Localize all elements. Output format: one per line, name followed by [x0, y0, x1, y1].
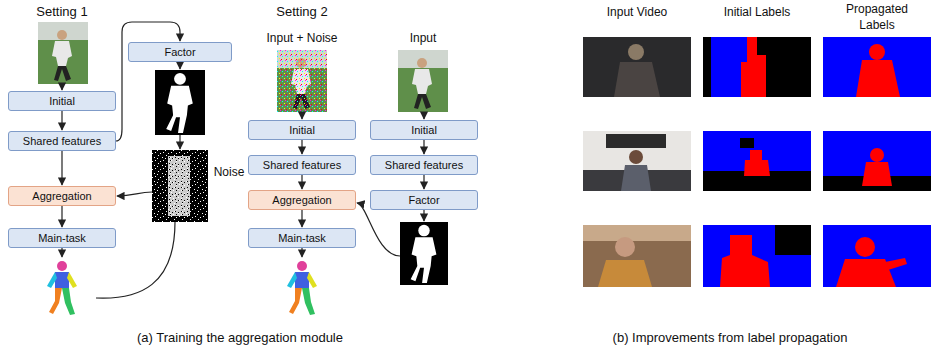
setting-title: Setting 1 [36, 4, 87, 21]
process-box: Factor [128, 42, 232, 62]
box-label: Initial [411, 124, 437, 136]
box-label: Main-task [278, 232, 326, 244]
flow-arrow [61, 151, 62, 185]
flow-arrow [301, 140, 302, 154]
flow-arrow [301, 210, 302, 227]
box-label: Shared features [23, 135, 101, 147]
flow-arrow [301, 175, 302, 189]
column-header: Input Video [607, 5, 668, 21]
subfigure-caption: (b) Improvements from label propagation [613, 330, 848, 347]
box-label: Shared features [385, 159, 463, 171]
column-header: Initial Labels [724, 5, 791, 21]
aggregation-box: Aggregation [248, 190, 356, 210]
flow-arrow [423, 140, 424, 154]
box-label: Initial [49, 95, 75, 107]
subfigure-caption: (a) Training the aggregation module [137, 330, 343, 347]
aggregation-box: Aggregation [8, 186, 116, 206]
process-box: Shared features [8, 131, 116, 151]
process-box: Main-task [8, 228, 116, 248]
flow-arrow [61, 206, 62, 227]
box-label: Aggregation [32, 190, 91, 202]
box-label: Factor [408, 194, 439, 206]
column-header: Propagated Labels [838, 2, 916, 33]
setting-title: Setting 2 [276, 4, 327, 21]
flow-arrow [61, 111, 62, 130]
process-box: Initial [8, 91, 116, 111]
box-label: Main-task [38, 232, 86, 244]
process-box: Main-task [248, 228, 356, 248]
process-box: Initial [370, 120, 478, 140]
process-box: Initial [248, 120, 356, 140]
noise-label: Noise [214, 165, 245, 181]
box-label: Initial [289, 124, 315, 136]
flow-arrow [423, 175, 424, 189]
image-label: Input [410, 31, 437, 47]
process-box: Factor [370, 190, 478, 210]
box-label: Factor [164, 46, 195, 58]
process-box: Shared features [370, 155, 478, 175]
box-label: Aggregation [272, 194, 331, 206]
process-box: Shared features [248, 155, 356, 175]
box-label: Shared features [263, 159, 341, 171]
image-label: Input + Noise [266, 31, 337, 47]
flow-arrow [116, 22, 180, 141]
